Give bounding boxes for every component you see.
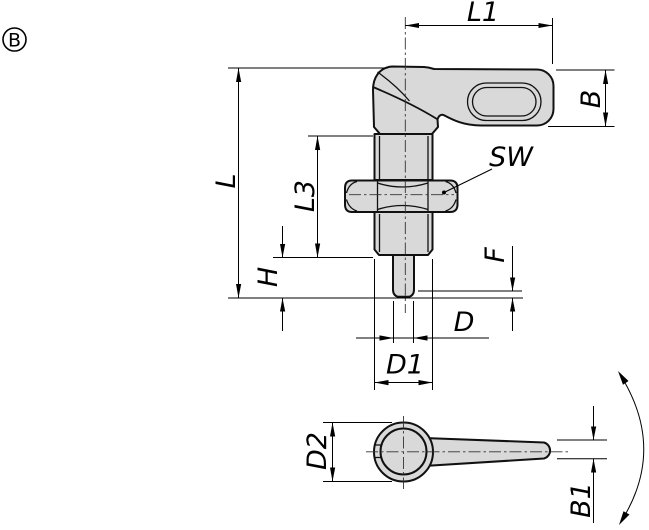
arrowhead [618,371,629,385]
arrowhead [603,112,609,127]
leader-dot [442,190,446,195]
arrowhead [510,298,516,312]
plunger-side-view [344,17,555,313]
arrowhead [280,298,286,312]
lever-bottom-view [366,416,568,489]
dim-l: L [211,67,523,299]
arrowhead [330,422,336,437]
dim-label-sw: SW [489,142,534,173]
arrowhead [236,284,242,298]
arrowhead [538,23,553,28]
view-marker-label: B [8,30,21,52]
dim-f: F [418,246,522,331]
arrowhead [330,467,336,482]
nut-chamfer-arc [345,180,358,194]
dim-b: B [548,69,615,127]
arrowhead [379,335,394,341]
arrowhead [280,244,286,258]
dim-label-l: L [211,173,242,188]
cam-head-and-handle [372,65,555,135]
arrowhead [591,426,597,440]
dim-label-b: B [576,90,607,109]
locating-pin [392,254,415,298]
handle-slot-outer [466,82,542,122]
dim-label-h: H [253,267,284,287]
dim-h: H [253,226,286,331]
threaded-body-lower [373,211,434,256]
arrowhead [603,70,609,84]
arrowhead [405,23,419,28]
arrowhead [510,277,516,291]
dim-label-d2: D2 [302,432,333,470]
arrowhead [418,380,433,386]
dim-label-d1: D1 [386,350,424,381]
dim-label-l3: L3 [290,180,321,212]
hex-nut [344,179,459,213]
dim-label-l1: L1 [467,0,499,28]
cam-chamfer-edge [377,71,410,102]
arrowhead [315,243,321,258]
cam-spiral-edge [372,86,438,120]
rotation-arrow [618,371,645,525]
nut-chamfer-arc [345,199,358,212]
dim-label-d: D [454,307,475,338]
arrowhead [236,68,242,82]
arrowhead [374,380,389,386]
arrowhead [619,511,630,525]
dim-d1: D1 [374,259,433,390]
handle-slot-inner [471,86,537,117]
view-marker-circle [2,27,27,52]
dim-b1: B1 [557,406,607,523]
dim-label-f: F [480,247,511,263]
arrowhead [315,136,321,150]
nut-chamfer-arc [445,180,457,194]
nut-chamfer-arc [377,182,429,188]
nut-chamfer-arc [445,199,457,212]
callout-sw: SW [442,142,534,195]
lever-arm [423,437,552,467]
nut-chamfer-arc [377,204,429,211]
rotation-arc [620,375,645,521]
view-marker: B [2,27,27,52]
arrowhead [413,335,428,341]
dim-d: D [356,301,489,343]
threaded-body-upper [373,133,434,181]
arrowhead [591,458,597,473]
dim-l1: L1 [405,0,553,64]
dim-l3: L3 [273,135,373,258]
dim-label-b1: B1 [566,482,597,518]
dim-d2: D2 [302,422,392,482]
